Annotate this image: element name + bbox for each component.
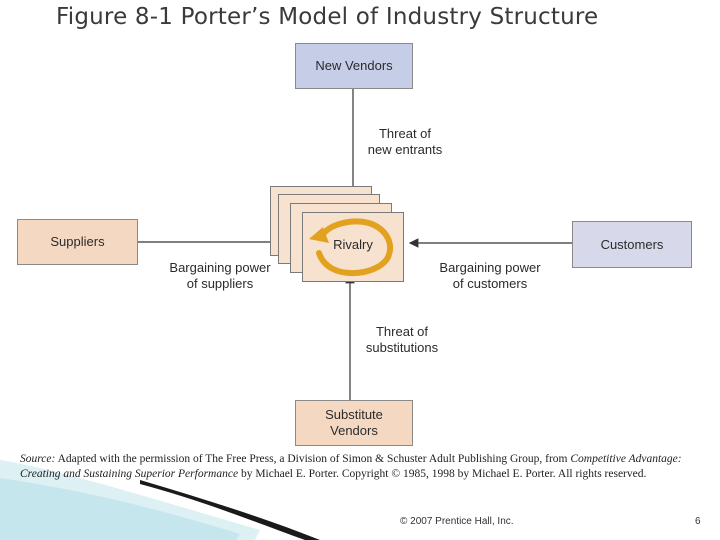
bargaining-power-customers-label: Bargaining power of customers xyxy=(439,260,541,291)
slide-title: Figure 8-1 Porter’s Model of Industry St… xyxy=(56,4,599,30)
new-vendors-label: New Vendors xyxy=(315,58,393,73)
source-citation: Source: Adapted with the permission of T… xyxy=(20,452,720,482)
cycle-arrow-icon xyxy=(309,218,394,277)
page-number: 6 xyxy=(695,516,701,527)
customers-box: Customers xyxy=(572,221,692,268)
source-text-2: by Michael E. Porter. Copyright © 1985, … xyxy=(238,468,647,480)
suppliers-label: Suppliers xyxy=(50,234,105,249)
source-label: Source: xyxy=(20,453,56,465)
new-vendors-box: New Vendors xyxy=(295,43,413,89)
rivalry-card-front: Rivalry xyxy=(302,212,404,282)
customers-label: Customers xyxy=(600,236,664,252)
suppliers-box: Suppliers xyxy=(17,219,138,265)
footer-copyright: © 2007 Prentice Hall, Inc. xyxy=(400,516,514,527)
threat-new-entrants-label: Threat of new entrants xyxy=(367,126,443,157)
rivalry-label: Rivalry xyxy=(333,237,373,252)
substitute-vendors-box: Substitute Vendors xyxy=(295,400,413,446)
source-book-title: Competitive Advantage: Creating and Sust… xyxy=(20,453,682,480)
bargaining-power-suppliers-label: Bargaining power of suppliers xyxy=(169,260,271,291)
source-text-1: Adapted with the permission of The Free … xyxy=(55,453,571,465)
threat-substitutions-label: Threat of substitutions xyxy=(365,324,439,355)
substitute-vendors-label: Substitute Vendors xyxy=(325,407,383,438)
